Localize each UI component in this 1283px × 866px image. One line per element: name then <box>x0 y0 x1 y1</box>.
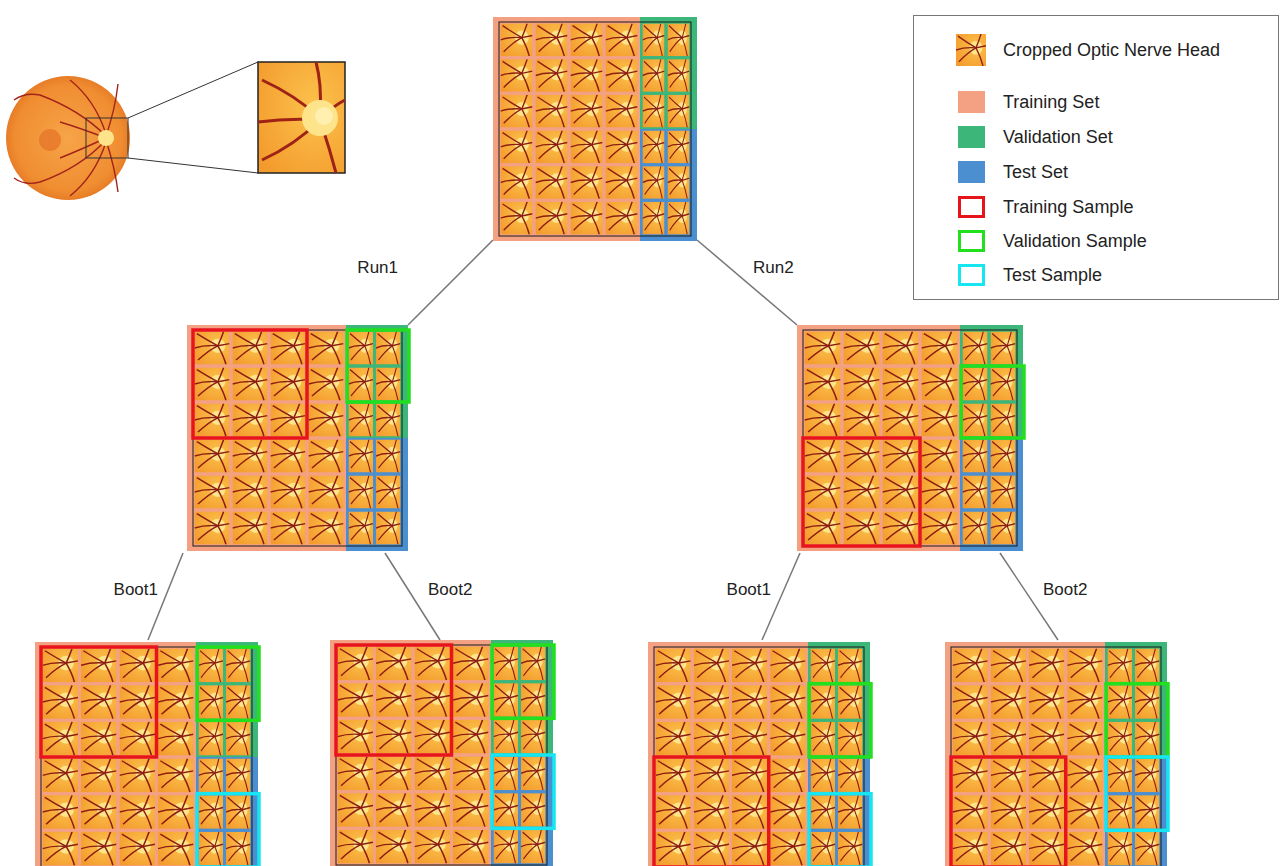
legend-text: Cropped Optic Nerve Head <box>1003 39 1220 61</box>
legend-text: Test Sample <box>1003 264 1102 286</box>
legend-outline-sample <box>958 264 985 286</box>
legend-outline-sample <box>958 196 985 218</box>
legend-text: Training Set <box>1003 91 1099 113</box>
legend-outline-sample <box>958 230 985 252</box>
legend-text: Validation Sample <box>1003 230 1147 252</box>
branch-label: Boot2 <box>428 580 472 600</box>
legend-box: Cropped Optic Nerve HeadTraining SetVali… <box>913 15 1279 300</box>
image-grid <box>187 325 409 551</box>
legend-text: Test Set <box>1003 161 1068 183</box>
image-grid <box>945 642 1168 866</box>
image-grid <box>35 642 259 866</box>
legend-swatch <box>958 126 985 148</box>
branch-label: Run1 <box>357 258 398 278</box>
legend-swatch <box>958 161 985 183</box>
legend-swatch <box>958 91 985 113</box>
branch-label: Boot2 <box>1043 580 1087 600</box>
legend-text: Validation Set <box>1003 126 1113 148</box>
legend-row: Cropped Optic Nerve Head <box>914 34 1278 66</box>
legend-row: Test Sample <box>914 259 1278 291</box>
legend-row: Training Set <box>914 86 1278 118</box>
branch-label: Boot1 <box>114 580 158 600</box>
legend-row: Validation Sample <box>914 225 1278 257</box>
legend-row: Validation Set <box>914 121 1278 153</box>
legend-row: Training Sample <box>914 191 1278 223</box>
legend-row: Test Set <box>914 156 1278 188</box>
legend-text: Training Sample <box>1003 196 1133 218</box>
image-grid <box>493 17 697 241</box>
legend-tile-icon <box>956 34 986 66</box>
image-grid <box>797 325 1024 551</box>
image-grid <box>648 642 871 866</box>
image-grid <box>330 640 554 866</box>
branch-label: Boot1 <box>727 580 771 600</box>
branch-label: Run2 <box>753 258 794 278</box>
